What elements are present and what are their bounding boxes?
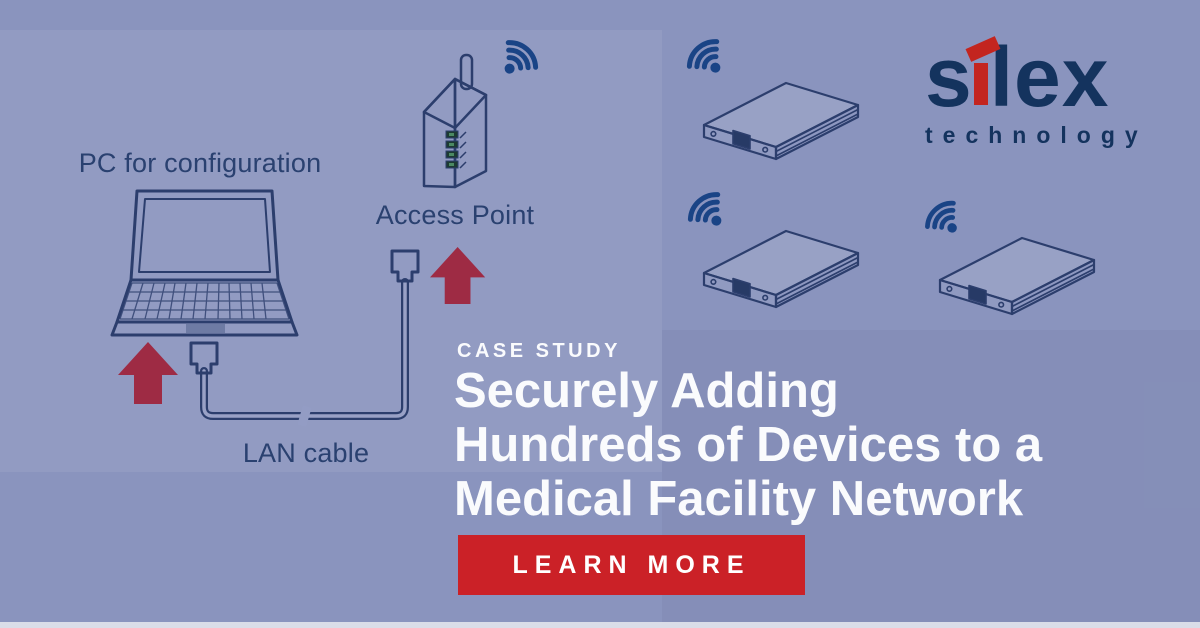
red-up-arrow-ap	[430, 247, 486, 305]
logo-wordmark: s lex	[925, 30, 1175, 124]
access-point-illustration	[422, 53, 488, 189]
wifi-signal-icon-device-1	[684, 36, 732, 84]
access-point-label: Access Point	[375, 200, 535, 230]
wifi-signal-icon-ap	[493, 37, 541, 85]
lan-cable-illustration	[189, 249, 420, 427]
logo-letters-lex: lex	[989, 30, 1110, 124]
bottom-edge-strip	[0, 622, 1200, 628]
laptop-keyboard	[119, 282, 290, 320]
ap-led-indicators	[445, 130, 467, 169]
red-up-arrow-laptop	[118, 342, 178, 404]
learn-more-label: LEARN MORE	[512, 550, 751, 579]
logo-i-stem	[973, 63, 988, 105]
wireless-device-illustration-1	[702, 81, 860, 161]
wireless-device-illustration-3	[938, 236, 1096, 316]
cable-break-mark	[297, 405, 312, 427]
wifi-signal-icon-device-2	[685, 189, 733, 237]
lan-cable-label: LAN cable	[242, 438, 370, 468]
logo-i-mark	[965, 30, 1001, 106]
laptop-illustration	[110, 189, 299, 337]
silex-technology-logo: s lex technology	[925, 30, 1175, 149]
wireless-device-illustration-2	[702, 229, 860, 309]
diagram-backdrop	[0, 30, 662, 472]
rj45-connector-laptop	[189, 341, 219, 375]
rj45-connector-ap	[390, 249, 420, 283]
case-study-eyebrow: CASE STUDY	[457, 340, 621, 362]
logo-tagline: technology	[925, 122, 1148, 148]
learn-more-button[interactable]: LEARN MORE	[458, 535, 805, 595]
wifi-signal-icon-device-3	[923, 198, 969, 243]
banner-title: Securely Adding Hundreds of Devices to a…	[454, 364, 1043, 526]
ap-antenna	[459, 53, 474, 91]
logo-letter-s: s	[925, 30, 973, 124]
pc-configuration-label: PC for configuration	[78, 148, 322, 178]
